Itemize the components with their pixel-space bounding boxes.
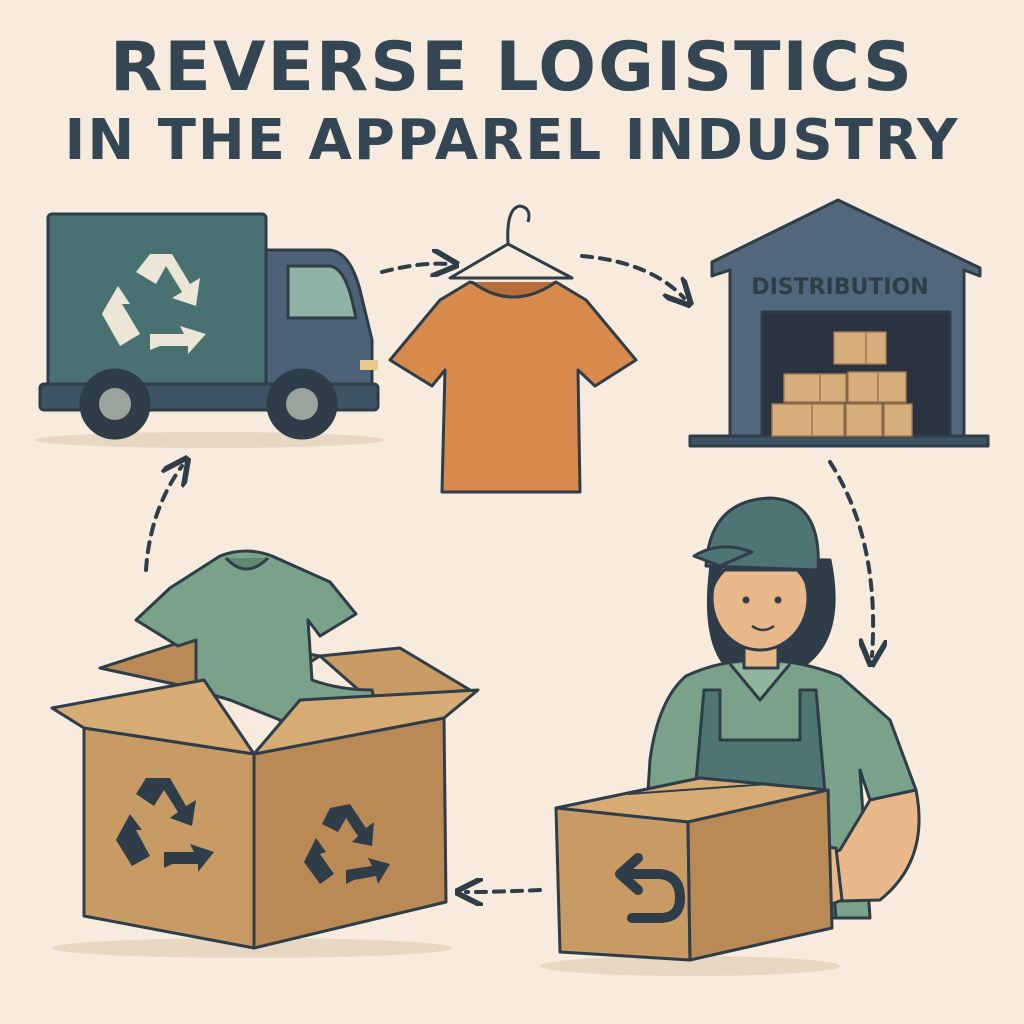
tshirt-on-hanger-icon bbox=[388, 204, 638, 494]
recycle-icon bbox=[116, 778, 390, 884]
return-box-icon bbox=[540, 776, 840, 976]
arrow-shirt-to-warehouse bbox=[580, 254, 684, 298]
recycling-truck-icon bbox=[35, 212, 385, 448]
flow-arrows bbox=[144, 254, 873, 892]
arrow-warehouse-to-worker bbox=[828, 460, 873, 656]
return-arrow-icon bbox=[615, 853, 685, 923]
recycle-box-icon bbox=[50, 549, 480, 958]
title-line-1: REVERSE LOGISTICS bbox=[110, 28, 914, 107]
arrow-worker-to-recycle-box bbox=[466, 890, 542, 892]
title-line-2: IN THE APPAREL INDUSTRY bbox=[64, 108, 960, 173]
warehouse-label: DISTRIBUTION bbox=[751, 275, 928, 300]
recycle-icon bbox=[102, 254, 206, 354]
arrow-truck-to-shirt bbox=[380, 264, 448, 272]
arrow-recycle-box-to-truck bbox=[144, 466, 182, 572]
distribution-warehouse-icon bbox=[688, 198, 990, 448]
